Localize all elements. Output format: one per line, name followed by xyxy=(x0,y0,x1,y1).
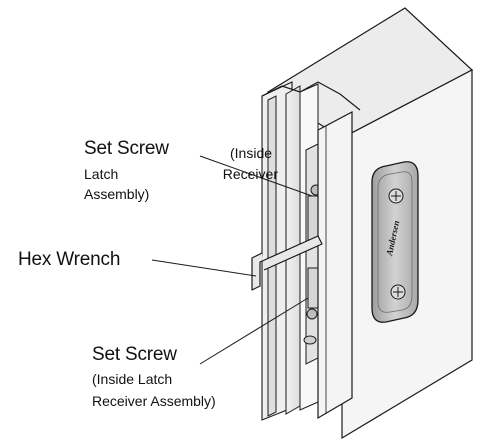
callout-set-screw-top-word-receiver: Receiver xyxy=(222,166,278,182)
callout-set-screw-bottom-line2: Receiver Assembly) xyxy=(92,393,216,409)
strike-plate xyxy=(371,161,419,323)
callout-set-screw-top-title: Set Screw xyxy=(84,138,169,159)
callout-hex-wrench: Hex Wrench xyxy=(18,249,121,270)
hex-wrench-shape xyxy=(251,235,323,291)
callout-set-screw-bottom-line1: (Inside Latch xyxy=(92,371,173,387)
callout-set-screw-top-line2: Latch Receiver xyxy=(84,166,278,182)
callout-set-screw-top-word-latch: Latch xyxy=(84,166,119,182)
frame-rail-top-cap xyxy=(261,81,361,111)
callout-set-screw-top-line3: Assembly) xyxy=(84,186,150,202)
frame-rail-front xyxy=(317,111,353,420)
latch-knob xyxy=(303,335,317,345)
callout-set-screw-top-note-open: (Inside xyxy=(230,145,273,161)
set-screw-bottom-head xyxy=(306,308,318,320)
leader-set-screw-top xyxy=(199,155,313,197)
strike-plate-inner xyxy=(377,171,413,313)
leader-hex-wrench xyxy=(151,259,257,277)
leader-set-screw-bottom xyxy=(199,297,309,365)
callout-set-screw-bottom-title: Set Screw xyxy=(92,344,177,365)
